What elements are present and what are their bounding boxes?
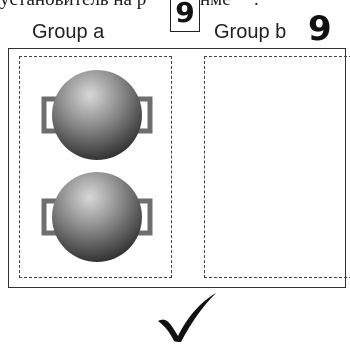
pot-icon[interactable] <box>38 67 156 163</box>
group-b-panel[interactable] <box>204 56 350 278</box>
pot-icon[interactable] <box>38 169 156 265</box>
checkmark-icon[interactable] <box>154 290 220 344</box>
group-b-label: Group b <box>214 21 287 43</box>
group-a-panel[interactable] <box>19 56 172 278</box>
answer-box[interactable]: 9 <box>170 0 200 32</box>
caption-text-before: установитель на р <box>0 0 146 12</box>
group-a-label: Group a <box>32 21 105 43</box>
handwritten-digit: 9 <box>308 9 332 49</box>
groups-frame <box>8 48 350 288</box>
caption-text-after: нме <box>200 0 231 12</box>
caption-trailing: . <box>254 0 259 12</box>
top-caption: установитель на р нме . <box>0 0 260 12</box>
answer-box-digit: 9 <box>175 0 195 29</box>
